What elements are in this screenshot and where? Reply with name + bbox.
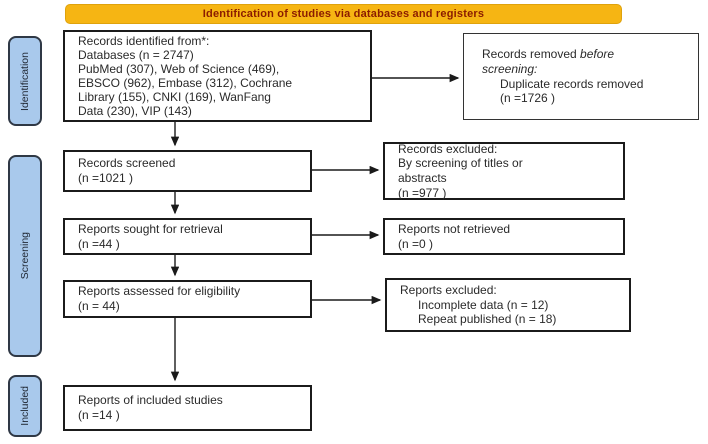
box-records-excluded-line: abstracts	[398, 171, 447, 185]
title-banner-label: Identification of studies via databases …	[202, 8, 485, 20]
box-reports-excluded: Reports excluded: Incomplete data (n = 1…	[385, 278, 631, 332]
box-reports-sought: Reports sought for retrieval (n =44 )	[63, 218, 312, 255]
box-records-screened-line: Records screened	[78, 156, 176, 171]
box-records-excluded-line: By screening of titles or	[398, 156, 523, 171]
stage-screening: Screening	[8, 155, 42, 357]
box-records-identified-line: EBSCO (962), Embase (312), Cochrane	[78, 76, 293, 90]
box-records-identified-line: Databases (n = 2747)	[78, 47, 194, 62]
box-reports-assessed-line: (n = 44)	[78, 299, 120, 313]
box-records-removed-line: Duplicate records removed	[500, 76, 644, 91]
box-reports-not-retrieved-line: (n =0 )	[398, 236, 434, 251]
records-removed-italic: before	[580, 47, 615, 62]
box-records-excluded-line: (n =977 )	[398, 185, 447, 200]
box-records-removed-line: screening:	[482, 61, 538, 76]
box-reports-included: Reports of included studies (n =14 )	[63, 385, 312, 431]
box-reports-sought-line: Reports sought for retrieval	[78, 221, 223, 236]
box-reports-excluded-line: Repeat published (n = 18)	[418, 312, 557, 327]
box-reports-included-line: (n =14 )	[78, 408, 120, 422]
box-records-identified-line: Data (230), VIP (143)	[78, 104, 192, 119]
box-reports-assessed-line: Reports assessed for eligibility	[78, 284, 241, 299]
box-reports-included-line: Reports of included studies	[78, 393, 223, 408]
box-reports-not-retrieved-line: Reports not retrieved	[398, 221, 511, 236]
title-banner: Identification of studies via databases …	[65, 4, 622, 24]
box-records-removed-line: (n =1726 )	[500, 91, 556, 106]
box-records-removed-line: Records removed before	[482, 47, 692, 62]
box-records-identified: Records identified from*: Databases (n =…	[63, 30, 372, 122]
box-records-identified-line: Library (155), CNKI (169), WanFang	[78, 90, 271, 105]
stage-identification: Identification	[8, 36, 42, 126]
box-records-excluded: Records excluded: By screening of titles…	[383, 142, 625, 200]
box-records-identified-line: PubMed (307), Web of Science (469),	[78, 61, 280, 76]
box-records-screened-line: (n =1021 )	[78, 171, 134, 185]
box-records-screened: Records screened (n =1021 )	[63, 150, 312, 192]
box-records-removed: Records removed before screening: Duplic…	[463, 33, 699, 120]
box-records-identified-line: Records identified from*:	[78, 33, 210, 48]
box-reports-sought-line: (n =44 )	[78, 236, 120, 251]
box-reports-not-retrieved: Reports not retrieved (n =0 )	[383, 218, 625, 255]
box-reports-excluded-line: Incomplete data (n = 12)	[418, 297, 549, 312]
box-reports-assessed: Reports assessed for eligibility (n = 44…	[63, 280, 312, 318]
box-reports-excluded-line: Reports excluded:	[400, 283, 497, 298]
records-removed-prefix: Records removed	[482, 47, 581, 62]
stage-included: Included	[8, 375, 42, 437]
box-records-excluded-line: Records excluded:	[398, 141, 498, 156]
